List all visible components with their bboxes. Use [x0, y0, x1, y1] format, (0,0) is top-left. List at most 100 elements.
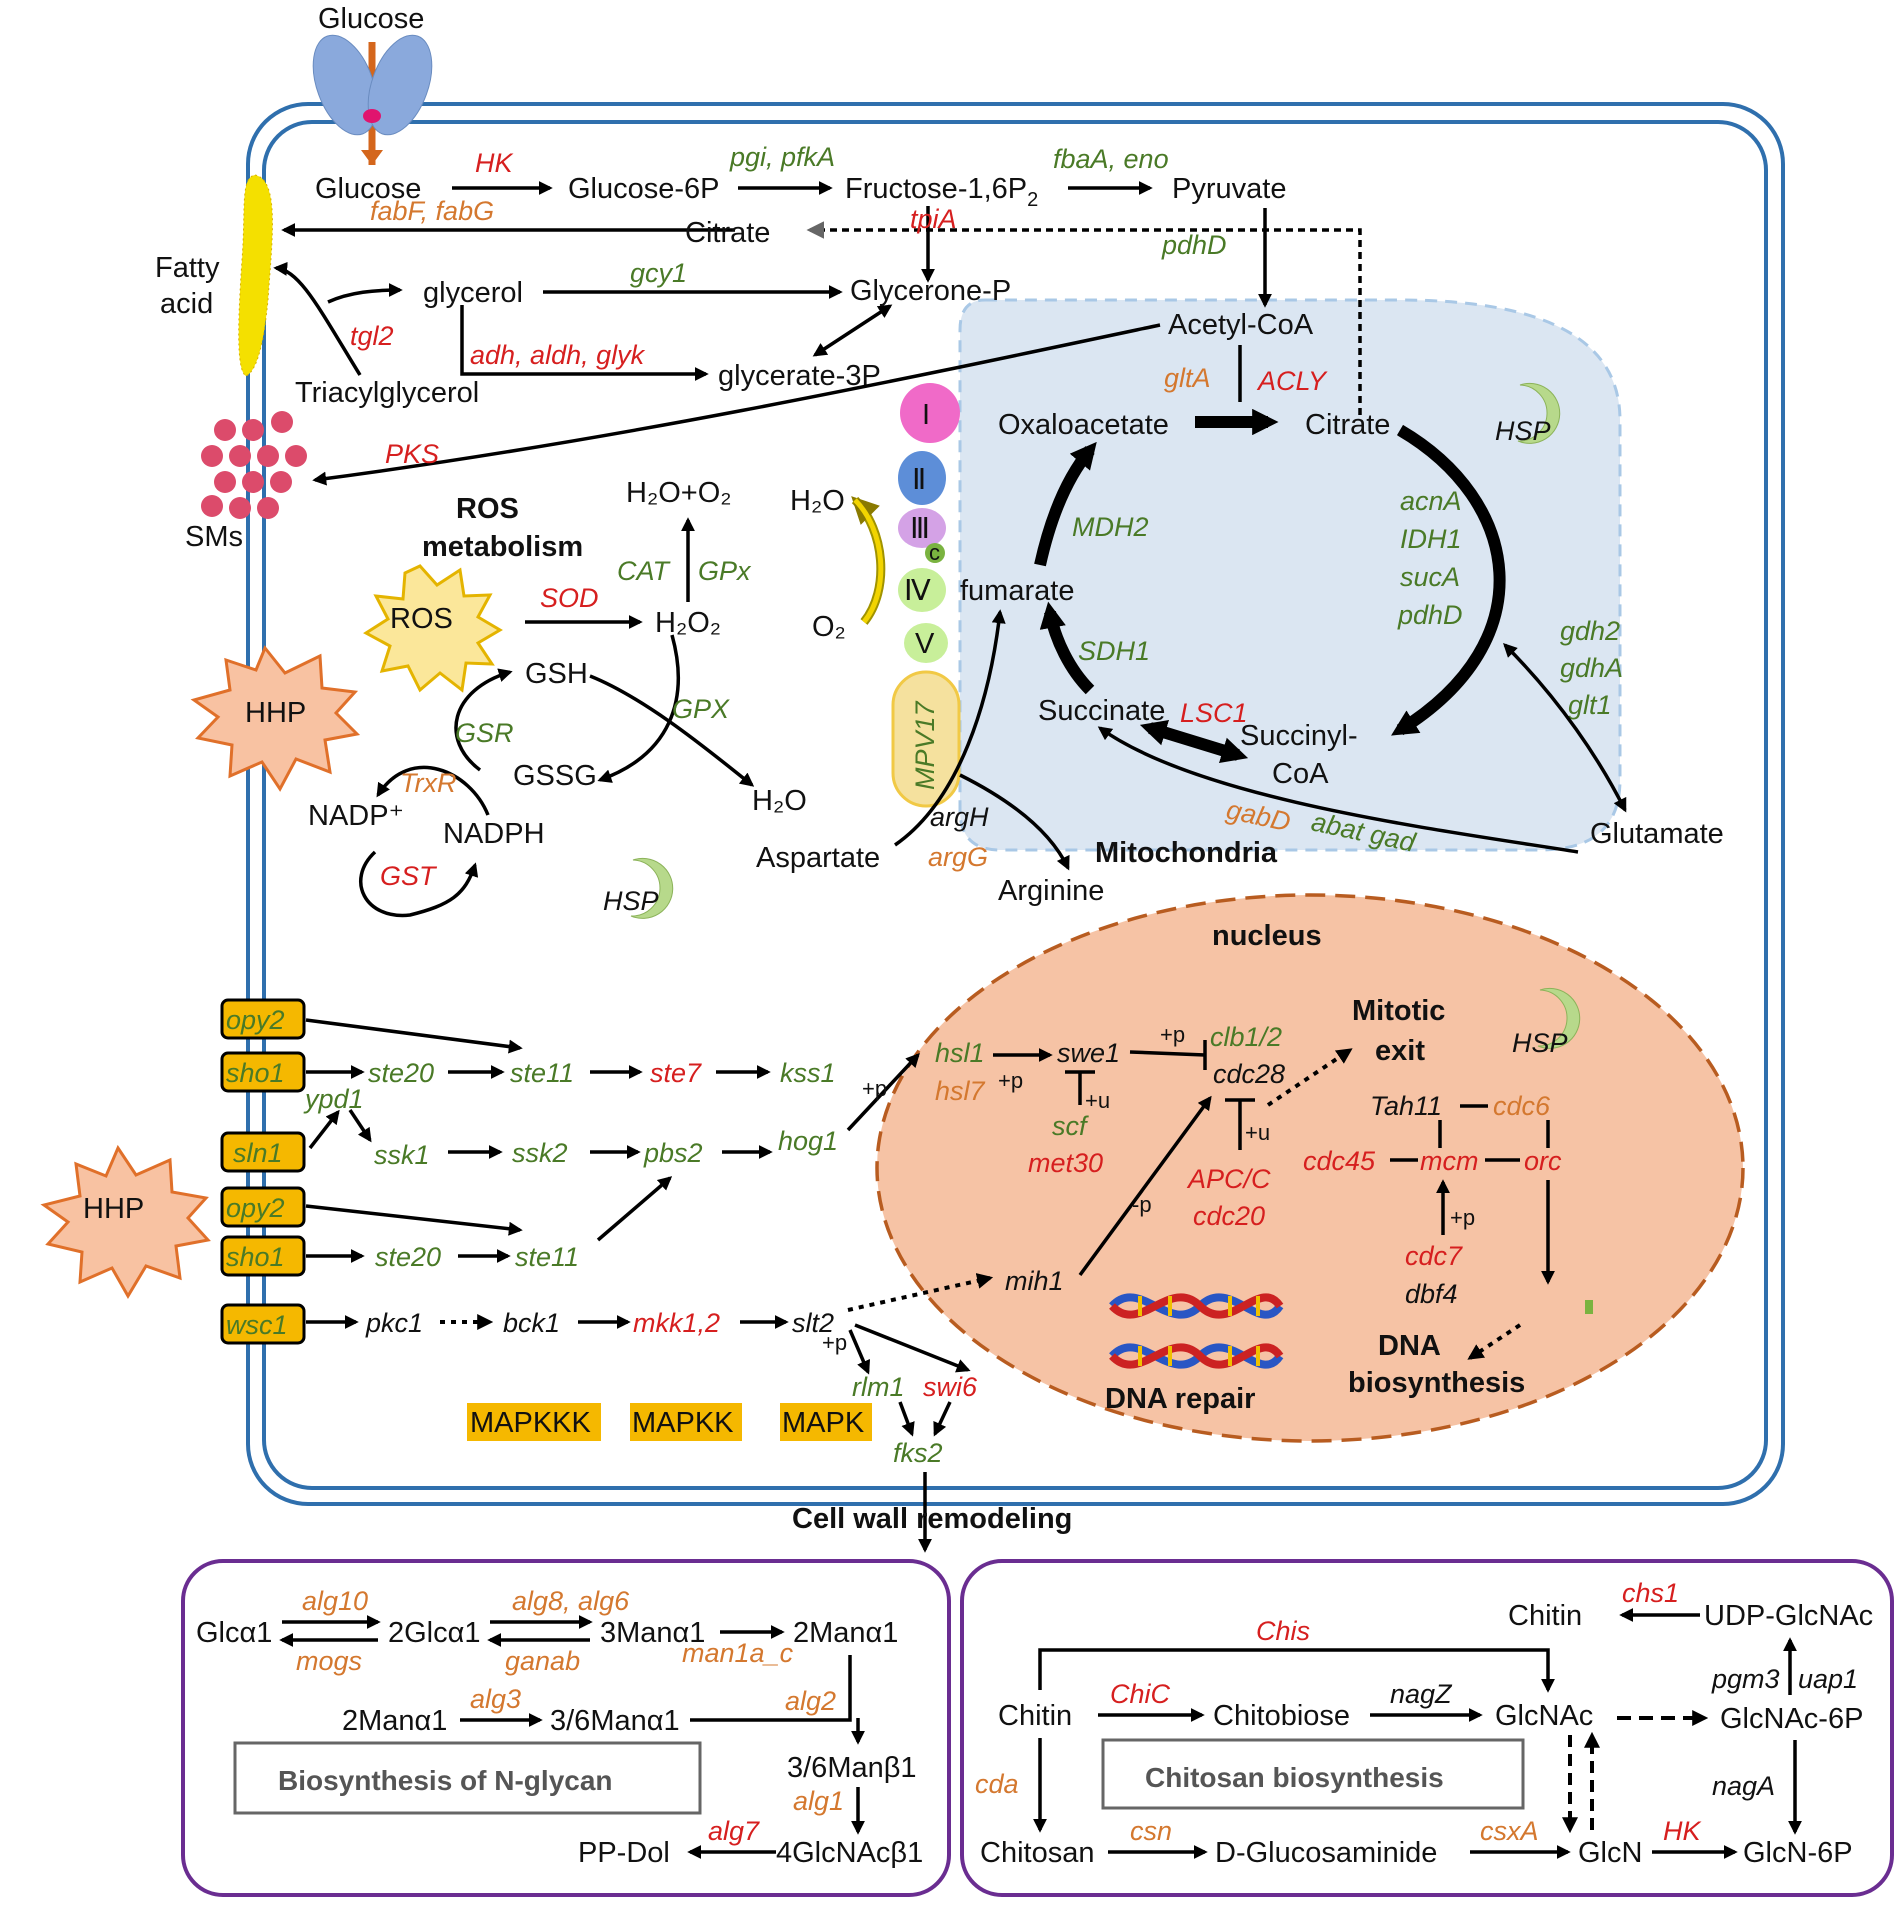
- glcnac6p-label: GlcNAc-6P: [1720, 1703, 1863, 1735]
- sho1-receptor-2: sho1: [226, 1242, 285, 1272]
- sms-icon: [201, 411, 307, 519]
- chis-gene: Chis: [1256, 1616, 1310, 1646]
- hsp-icon: HSP: [1495, 382, 1561, 446]
- uap1-gene: uap1: [1798, 1664, 1858, 1694]
- tpia-gene: tpiA: [910, 204, 957, 234]
- lsc1-gene: LSC1: [1180, 698, 1248, 728]
- pdhd-top-gene: pdhD: [1161, 230, 1227, 260]
- complex-2-label: Ⅱ: [912, 464, 926, 496]
- glycerol-label: glycerol: [423, 277, 523, 309]
- hhp-top-label: HHP: [245, 697, 306, 729]
- mih1-dephos-label: -p: [1132, 1192, 1152, 1217]
- pgm3-gene: pgm3: [1711, 1664, 1780, 1694]
- mitotic-exit-label-1: Mitotic: [1352, 995, 1445, 1027]
- pks-gene: PKS: [385, 439, 439, 469]
- nadp-label: NADP⁺: [308, 800, 404, 832]
- ste11-gene-1: ste11: [510, 1058, 574, 1088]
- acly-gene: ACLY: [1256, 366, 1328, 396]
- h2o-mito-label: H₂O: [790, 485, 845, 517]
- alg10-gene: alg10: [302, 1586, 368, 1616]
- hsp-nucleus-label: HSP: [1512, 1028, 1568, 1058]
- mapkkk-label: MAPKKK: [470, 1407, 592, 1439]
- cdc28-gene: cdc28: [1213, 1059, 1285, 1089]
- ypd1-gene: ypd1: [303, 1084, 364, 1114]
- gdha-gene: gdhA: [1560, 653, 1623, 683]
- mpv17-label: MPV17: [910, 700, 940, 790]
- glcn6p-label: GlcN-6P: [1743, 1837, 1853, 1869]
- pgi-pfka-gene: pgi, pfkA: [729, 142, 835, 172]
- opy2-receptor-2: opy2: [226, 1193, 285, 1223]
- chitin-left-label: Chitin: [998, 1700, 1072, 1732]
- mitochondria-compartment: [958, 298, 1622, 852]
- cda-gene: cda: [975, 1769, 1019, 1799]
- glucose-transporter-icon: [312, 34, 433, 165]
- glycerone-label: Glycerone-P: [850, 275, 1011, 307]
- rlm1-gene: rlm1: [852, 1372, 905, 1402]
- nucleus-compartment: [875, 893, 1745, 1443]
- ste20-gene-2: ste20: [375, 1242, 441, 1272]
- three6manb1-label: 3/6Manβ1: [787, 1752, 917, 1784]
- gst-gene: GST: [380, 861, 438, 891]
- fatty-acid-label-1: Fatty: [155, 252, 220, 284]
- dna-bio-label-2: biosynthesis: [1348, 1367, 1525, 1399]
- dna-bio-label-1: DNA: [1378, 1330, 1441, 1362]
- glucose6p-label: Glucose-6P: [568, 173, 720, 205]
- hsp-icon: HSP: [1512, 987, 1581, 1058]
- nglycan-title-box: [233, 1741, 702, 1815]
- fks2-gene: fks2: [893, 1438, 943, 1468]
- chitosan-box: [960, 1559, 1894, 1897]
- man1a-c-gene: man1a_c: [682, 1638, 794, 1668]
- ros-label: ROS: [390, 603, 453, 635]
- gssg-label: GSSG: [513, 760, 597, 792]
- glt1-gene: glt1: [1568, 690, 1612, 720]
- hk-gene: HK: [475, 148, 513, 178]
- mdh2-gene: MDH2: [1072, 512, 1149, 542]
- mogs-gene: mogs: [296, 1646, 362, 1676]
- succinylcoa-label-1: Succinyl-: [1240, 720, 1358, 752]
- h2o-bottom-label: H₂O: [752, 785, 807, 817]
- cdc6-gene: cdc6: [1493, 1091, 1551, 1121]
- dglucosaminide-label: D-Glucosaminide: [1215, 1837, 1437, 1869]
- apc-ubi-label: +u: [1245, 1120, 1270, 1145]
- acna-gene: acnA: [1400, 486, 1462, 516]
- pkc1-gene: pkc1: [365, 1308, 423, 1338]
- swe-phos-label: +p: [1160, 1022, 1185, 1047]
- mkk12-gene: mkk1,2: [633, 1308, 720, 1338]
- cdc7-gene: cdc7: [1405, 1241, 1463, 1271]
- scf-gene: scf: [1052, 1111, 1089, 1141]
- naga-gene: nagA: [1712, 1771, 1775, 1801]
- cat-gene: CAT: [617, 556, 672, 586]
- gsr-gene: GSR: [455, 718, 514, 748]
- chitobiose-label: Chitobiose: [1213, 1700, 1350, 1732]
- nagz-gene: nagZ: [1390, 1679, 1453, 1709]
- suca-gene: sucA: [1400, 562, 1460, 592]
- three-mana1-label: 3Manα1: [600, 1617, 705, 1649]
- cell-membrane: [246, 102, 1785, 1506]
- scf-ubi-label: +u: [1085, 1088, 1110, 1113]
- complex-4-icon: [898, 568, 946, 612]
- nglycan-box: [181, 1559, 951, 1897]
- ssk1-gene: ssk1: [374, 1140, 430, 1170]
- swi6-gene: swi6: [923, 1372, 978, 1402]
- ste20-gene-1: ste20: [368, 1058, 434, 1088]
- mitotic-exit-label-2: exit: [1375, 1035, 1425, 1067]
- complex-1-icon: [900, 383, 960, 443]
- sho1-receptor-1: sho1: [226, 1058, 285, 1088]
- hhp-burst-top-icon: [190, 645, 361, 792]
- slt-phos-label: +p: [822, 1330, 847, 1355]
- cdc7-phos-label: +p: [1450, 1205, 1475, 1230]
- hsp-icon: HSP: [603, 857, 674, 919]
- hhp-burst-bottom-icon: [40, 1144, 211, 1299]
- tah11-gene: Tah11: [1370, 1091, 1442, 1121]
- hk-bottom-gene: HK: [1663, 1816, 1701, 1846]
- succinate-label: Succinate: [1038, 695, 1165, 727]
- csxa-gene: csxA: [1480, 1816, 1539, 1846]
- oxaloacetate-label: Oxaloacetate: [998, 409, 1169, 441]
- two-mana1-b-label: 2Manα1: [342, 1705, 447, 1737]
- chitosan-title-box: [1101, 1738, 1525, 1810]
- chitosan-label: Chitosan: [980, 1837, 1094, 1869]
- clb12-gene: clb1/2: [1210, 1022, 1282, 1052]
- dbf4-gene: dbf4: [1405, 1279, 1458, 1309]
- sod-gene: SOD: [540, 583, 599, 613]
